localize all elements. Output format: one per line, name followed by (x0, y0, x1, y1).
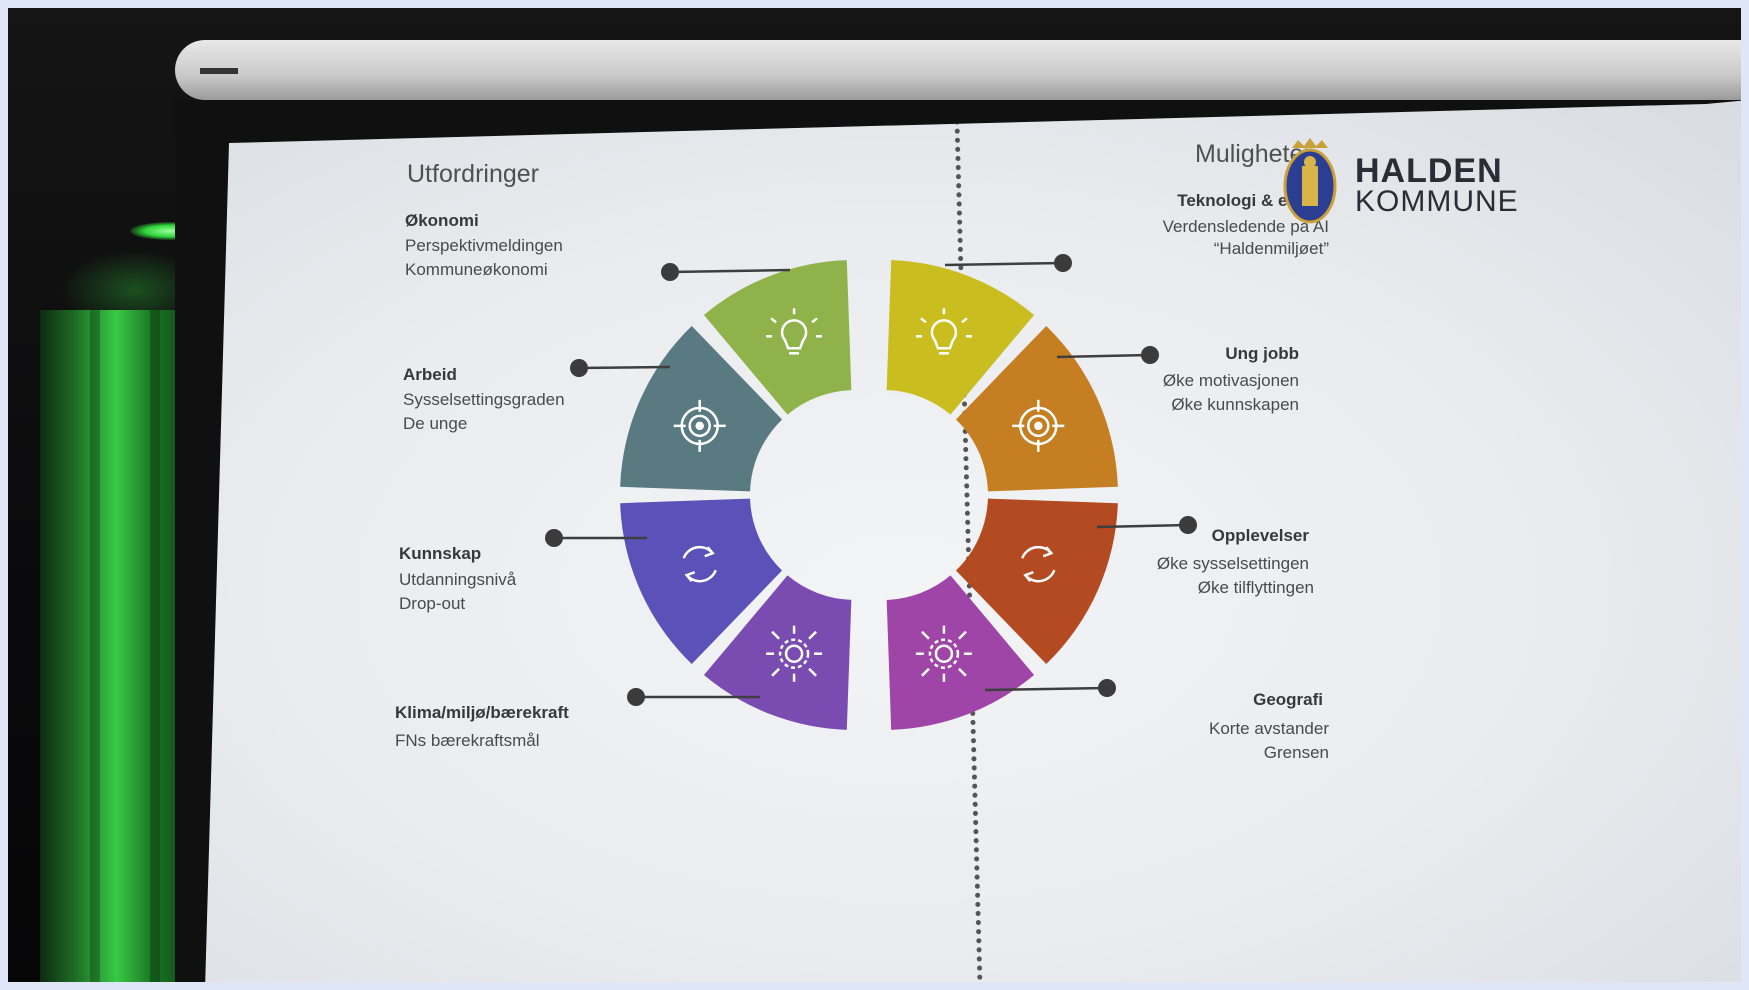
connector-dot (570, 359, 588, 377)
category-item: Utdanningsnivå (399, 570, 517, 589)
category-title: Ung jobb (1225, 344, 1299, 363)
connector-line (669, 268, 791, 274)
target-icon (1012, 399, 1065, 452)
category-title: Økonomi (405, 211, 479, 230)
connector-dot (661, 263, 679, 281)
category-item: Perspektivmeldingen (405, 236, 563, 255)
category-item: Kommuneøkonomi (405, 260, 548, 279)
category-title: Geografi (1253, 690, 1323, 709)
category-title: Opplevelser (1211, 526, 1309, 545)
projector-screen-roller (175, 40, 1749, 100)
connector-line (1056, 353, 1151, 359)
roller-slot (200, 68, 238, 74)
logo-subtitle: KOMMUNE (1355, 185, 1519, 218)
curtain-fold (150, 310, 160, 990)
wheel-segment (703, 575, 852, 730)
category-item: Verdensledende på AI (1162, 217, 1329, 236)
connector-dot (545, 529, 563, 547)
category-item: “Haldenmiljøet” (1213, 239, 1329, 258)
category-item: Drop-out (399, 594, 466, 613)
category-item: Sysselsettingsgraden (403, 390, 565, 409)
category-item: De unge (403, 414, 468, 433)
connector-line (984, 686, 1108, 692)
connector-line (944, 261, 1064, 267)
category-item: Korte avstander (1208, 719, 1329, 738)
segment-wheel (545, 254, 1197, 730)
curtain-fold (90, 310, 100, 990)
connector-line (578, 365, 671, 370)
connector-line (1096, 523, 1189, 529)
gear-expand-icon (766, 625, 823, 682)
category-item: Øke tilflyttingen (1197, 578, 1314, 597)
category-item: Øke sysselsettingen (1156, 554, 1309, 573)
category-item: Øke motivasjonen (1162, 371, 1299, 390)
presentation-slide: Utfordringer Økonomi Perspektivmeldingen… (205, 100, 1749, 990)
connector-dot (627, 688, 645, 706)
category-item: Øke kunnskapen (1171, 395, 1299, 414)
connector-dot (1098, 679, 1116, 697)
category-item: FNs bærekraftsmål (395, 731, 540, 750)
refresh-icon (682, 545, 717, 583)
category-title: Arbeid (403, 365, 457, 384)
gear-expand-icon (915, 625, 972, 682)
connector-dot (1179, 516, 1197, 534)
halden-coat-of-arms-icon (1283, 138, 1337, 224)
wheel-segment (886, 575, 1035, 730)
lightbulb-icon (915, 308, 972, 355)
left-heading: Utfordringer (407, 160, 539, 188)
wheel-segment (703, 260, 852, 415)
connector-dot (1141, 346, 1159, 364)
lightbulb-icon (766, 308, 823, 355)
refresh-icon (1021, 545, 1056, 583)
target-icon (673, 399, 726, 452)
category-title: Kunnskap (399, 544, 482, 563)
category-item: Grensen (1263, 743, 1329, 762)
connector-dot (1054, 254, 1072, 272)
category-title: Klima/miljø/bærekraft (395, 703, 569, 722)
wheel-segment (886, 260, 1035, 415)
logo-title: HALDEN (1355, 152, 1503, 190)
